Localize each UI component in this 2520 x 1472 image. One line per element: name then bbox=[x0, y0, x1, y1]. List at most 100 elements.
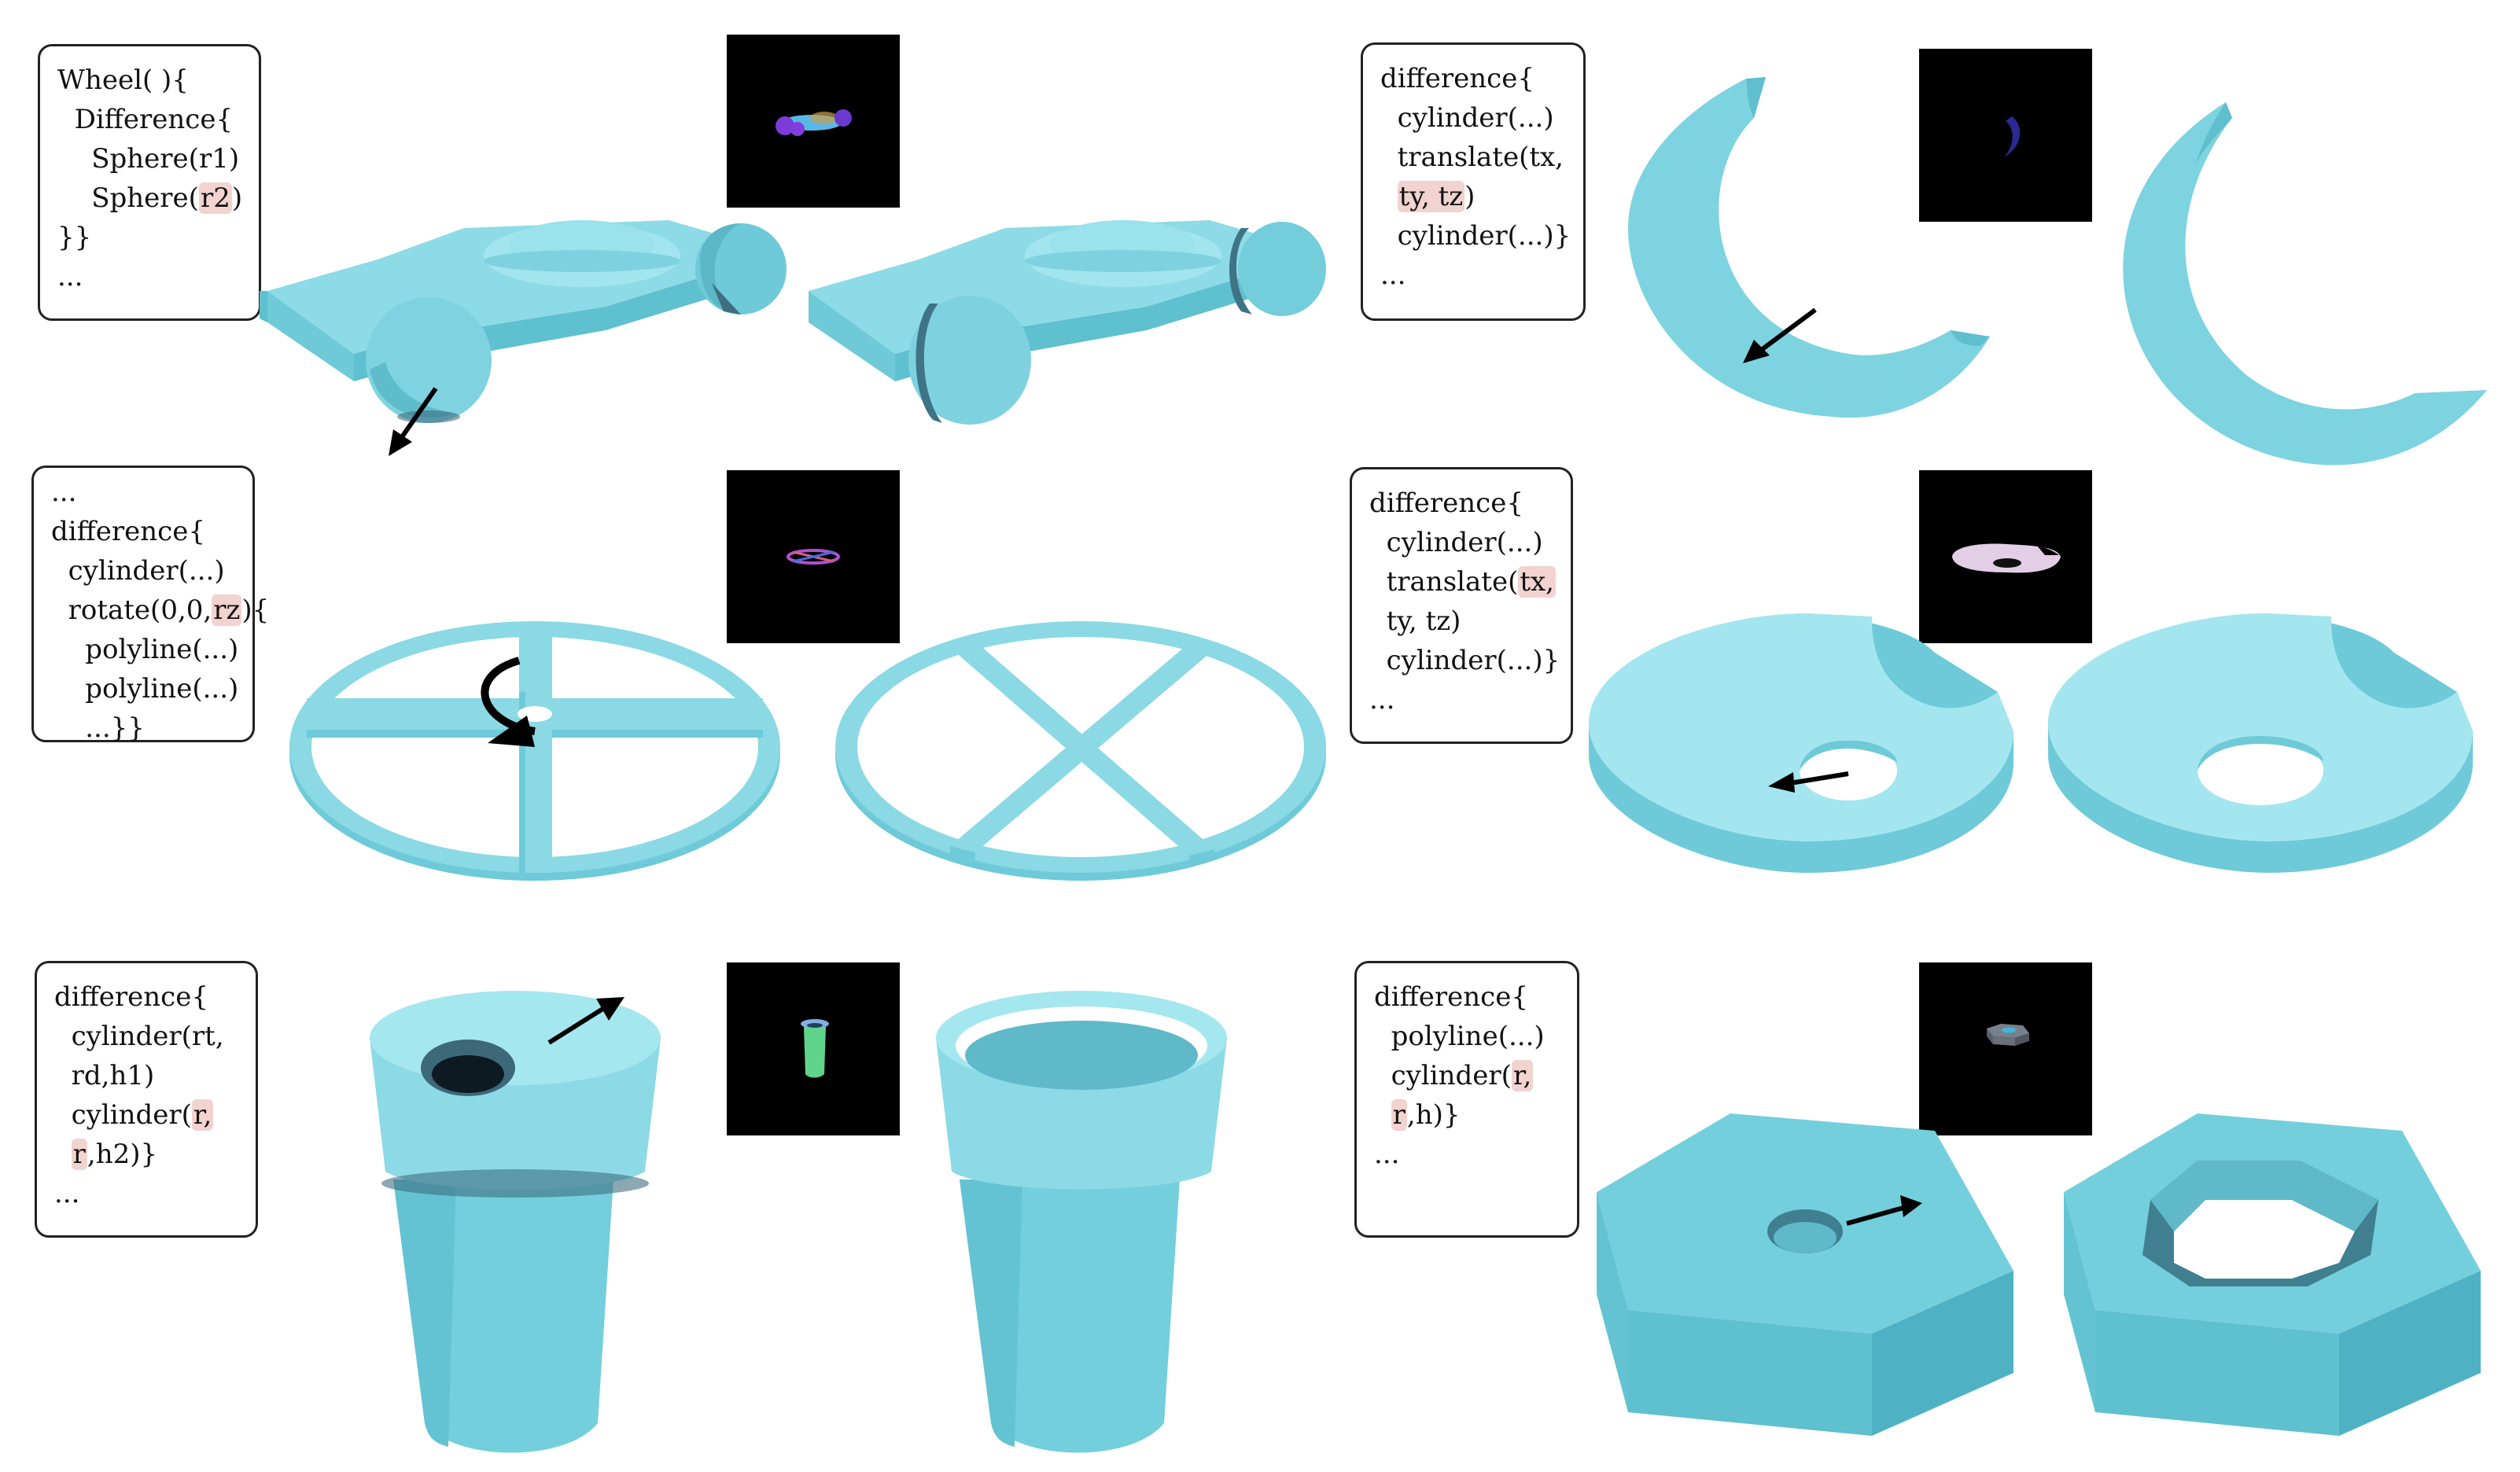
code-line: difference{ bbox=[1374, 977, 1560, 1017]
code-text: ... bbox=[51, 477, 77, 508]
vase-shape-modified bbox=[936, 983, 1227, 1463]
code-line: cylinder(r, bbox=[1374, 1056, 1560, 1095]
code-line: cylinder(...)} bbox=[1380, 216, 1571, 256]
hexnut-shape-modified bbox=[2064, 1113, 2489, 1444]
code-text: difference{ bbox=[51, 516, 205, 547]
code-line: Difference{ bbox=[57, 100, 241, 139]
code-text: ...}} bbox=[51, 712, 145, 744]
code-text: Sphere( bbox=[57, 182, 199, 214]
code-text: translate( bbox=[1369, 566, 1519, 598]
code-line: cylinder(...)} bbox=[1369, 641, 1560, 680]
code-line: cylinder(...) bbox=[51, 551, 235, 591]
car-arrow bbox=[385, 381, 448, 459]
code-box-wheel-frame: ... difference{ cylinder(...) rotate(0,0,… bbox=[31, 466, 269, 744]
code-line: rd,h1) bbox=[54, 1056, 238, 1095]
code-text: cylinder(...) bbox=[1380, 102, 1554, 134]
code-text: cylinder( bbox=[1374, 1060, 1512, 1091]
code-text: ) bbox=[1464, 181, 1476, 212]
disc-arrow bbox=[1767, 766, 1853, 797]
code-text: polyline(...) bbox=[51, 634, 239, 665]
code-text: ... bbox=[54, 1178, 80, 1209]
code-text: rotate(0,0, bbox=[51, 594, 212, 626]
code-text: ... bbox=[1374, 1139, 1400, 1170]
code-text: cylinder(...) bbox=[51, 555, 225, 587]
wheel-frame-modified bbox=[829, 613, 1332, 896]
code-text: cylinder(rt, bbox=[54, 1021, 224, 1052]
crescent-arrow bbox=[1737, 304, 1823, 366]
code-line: difference{ bbox=[1380, 59, 1566, 98]
code-text: rd,h1) bbox=[54, 1060, 155, 1091]
highlighted-parameter: r bbox=[1391, 1099, 1407, 1131]
highlighted-parameter: r2 bbox=[198, 182, 232, 214]
code-text: ty, tz) bbox=[1369, 605, 1461, 637]
code-box-car: Wheel( ){ Difference{ Sphere(r1) Sphere(… bbox=[38, 44, 261, 321]
code-line: ty, tz) bbox=[1380, 177, 1566, 216]
code-text: ,h2)} bbox=[87, 1139, 158, 1170]
code-text: }} bbox=[57, 222, 92, 253]
code-line: cylinder(...) bbox=[1380, 98, 1566, 138]
code-text: difference{ bbox=[1369, 488, 1523, 519]
car-shape-modified bbox=[801, 173, 1343, 456]
code-text bbox=[54, 1139, 72, 1170]
highlighted-parameter: tx, bbox=[1518, 566, 1556, 598]
code-text: ) bbox=[231, 182, 243, 214]
code-text: polyline(...) bbox=[51, 673, 239, 705]
highlighted-parameter: ty, tz bbox=[1397, 181, 1465, 212]
wheel-frame-original bbox=[283, 613, 787, 896]
code-line: translate(tx, bbox=[1380, 138, 1566, 177]
code-line: Sphere(r2) bbox=[57, 178, 243, 218]
code-line: ty, tz) bbox=[1369, 602, 1553, 641]
code-line: }} bbox=[57, 218, 241, 257]
code-line: polyline(...) bbox=[51, 630, 239, 669]
disc-shape-modified bbox=[2048, 605, 2489, 889]
code-line: difference{ bbox=[51, 512, 235, 551]
code-text: difference{ bbox=[1374, 981, 1528, 1013]
code-line: ... bbox=[51, 473, 235, 512]
code-text: Wheel( ){ bbox=[57, 64, 189, 96]
code-text: translate(tx, bbox=[1380, 142, 1564, 173]
code-line: polyline(...) bbox=[51, 669, 239, 708]
code-line: ...}} bbox=[51, 708, 235, 748]
vase-arrow bbox=[543, 991, 629, 1054]
code-text: cylinder( bbox=[54, 1099, 192, 1131]
code-line: difference{ bbox=[1369, 484, 1553, 523]
highlighted-parameter: r, bbox=[1511, 1060, 1534, 1091]
thumbnail-car bbox=[727, 35, 900, 208]
code-text: ... bbox=[1380, 259, 1406, 291]
code-line: r,h)} bbox=[1374, 1095, 1560, 1135]
code-text: polyline(...) bbox=[1374, 1021, 1545, 1052]
thumbnail-crescent bbox=[1919, 49, 2092, 222]
code-box-crescent: difference{ cylinder(...) translate(tx, … bbox=[1361, 42, 1586, 321]
car-shape-original bbox=[260, 173, 802, 456]
code-line: ... bbox=[1374, 1135, 1560, 1174]
code-text: ... bbox=[1369, 684, 1395, 716]
code-text: ,h)} bbox=[1406, 1099, 1461, 1131]
code-line: ... bbox=[57, 257, 241, 296]
highlighted-parameter: r bbox=[71, 1139, 87, 1170]
thumbnail-wheel-frame bbox=[727, 470, 900, 643]
vase-shape-original bbox=[370, 983, 661, 1463]
code-text: Sphere(r1) bbox=[57, 143, 240, 175]
code-line: cylinder(rt, bbox=[54, 1017, 238, 1056]
code-box-disc: difference{ cylinder(...) translate(tx, … bbox=[1350, 467, 1573, 744]
code-box-vase: difference{ cylinder(rt, rd,h1) cylinder… bbox=[35, 961, 258, 1238]
code-line: polyline(...) bbox=[1374, 1017, 1560, 1056]
code-box-hexnut: difference{ polyline(...) cylinder(r, r,… bbox=[1354, 961, 1579, 1238]
code-line: ... bbox=[1380, 256, 1566, 295]
code-line: rotate(0,0,rz){ bbox=[51, 591, 269, 630]
code-text: Difference{ bbox=[57, 104, 234, 135]
code-text: difference{ bbox=[1380, 63, 1534, 94]
disc-shape-original bbox=[1589, 605, 2029, 889]
code-line: translate(tx, bbox=[1369, 562, 1556, 602]
code-text: ){ bbox=[241, 594, 270, 626]
thumbnail-vase bbox=[727, 962, 900, 1135]
code-text: cylinder(...)} bbox=[1380, 220, 1571, 252]
code-line: ... bbox=[1369, 680, 1553, 719]
code-line: ... bbox=[54, 1174, 238, 1213]
code-line: difference{ bbox=[54, 977, 238, 1017]
hexnut-shape-original bbox=[1597, 1113, 2021, 1444]
code-line: cylinder(...) bbox=[1369, 523, 1553, 562]
code-text: ... bbox=[57, 261, 83, 293]
code-text: cylinder(...) bbox=[1369, 527, 1543, 558]
code-line: cylinder(r, bbox=[54, 1095, 238, 1135]
